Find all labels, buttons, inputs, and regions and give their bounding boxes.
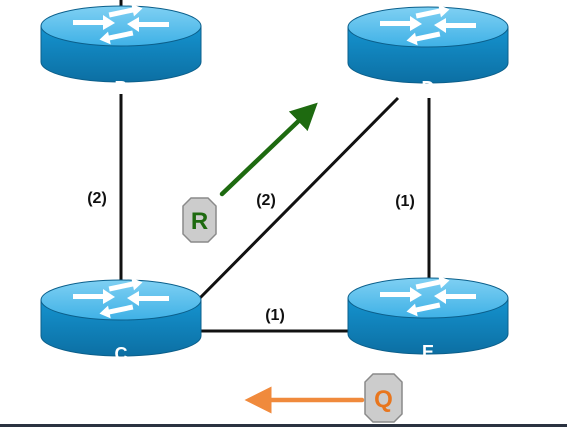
packet-r: R (182, 197, 217, 243)
bottom-edge-strip (0, 424, 567, 427)
cost-label-d-e: (1) (395, 193, 415, 210)
router-e-label: E (422, 342, 434, 362)
packet-r-arrow (219, 102, 318, 197)
packet-q: Q (364, 373, 403, 423)
packet-r-label: R (191, 208, 208, 235)
cost-label-d-c: (2) (256, 192, 276, 209)
router-d: D (347, 2, 509, 98)
packet-r-tag (182, 197, 217, 243)
packet-q-tag (364, 373, 403, 423)
router-d-label: D (422, 78, 435, 98)
router-c: C (40, 275, 202, 364)
cost-label-b-c: (2) (87, 190, 107, 207)
router-c-label: C (115, 344, 128, 364)
cost-label-c-e: (1) (265, 307, 285, 324)
router-b-label: B (115, 78, 128, 98)
router-e: E (347, 273, 509, 362)
router-b: B (40, 1, 202, 98)
packet-q-label: Q (374, 386, 393, 413)
link-d-c (191, 96, 400, 307)
